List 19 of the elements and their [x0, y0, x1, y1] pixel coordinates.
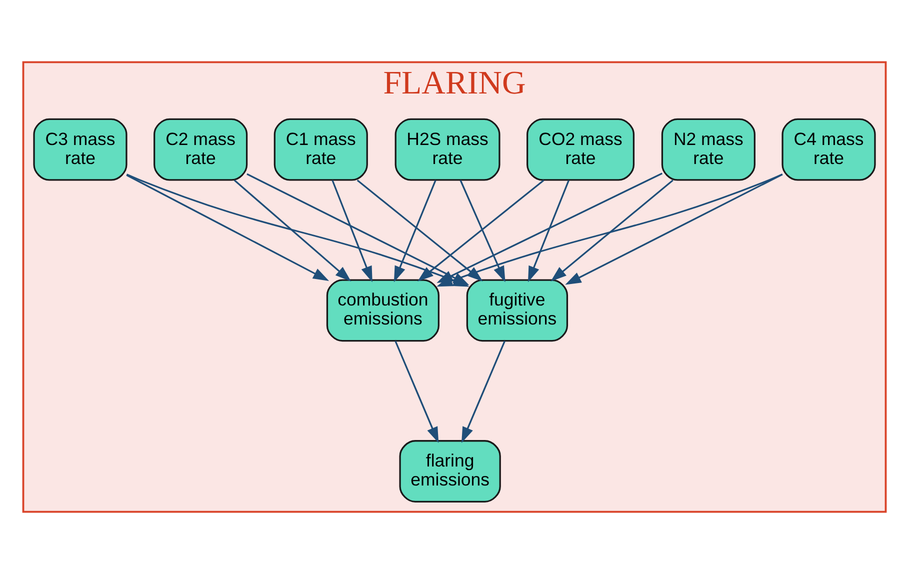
node-box: H2S mass rate — [394, 118, 500, 181]
node-box: C2 mass rate — [154, 118, 248, 181]
arrow — [394, 180, 436, 282]
arrow — [550, 180, 674, 282]
node-box: CO2 mass rate — [526, 118, 635, 181]
arrow — [126, 174, 330, 281]
arrow — [462, 340, 506, 444]
node-box: combustion emissions — [326, 279, 440, 342]
node-box: C1 mass rate — [274, 118, 368, 181]
node-box: fugitive emissions — [466, 279, 568, 342]
node-box: C3 mass rate — [33, 118, 128, 181]
arrow — [234, 180, 352, 282]
node-box: flaring emissions — [399, 440, 501, 502]
arrow — [565, 174, 783, 285]
arrow — [394, 340, 439, 444]
arrow — [332, 180, 372, 282]
node-box: C4 mass rate — [782, 118, 876, 181]
node-box: N2 mass rate — [661, 118, 756, 181]
arrow — [528, 180, 570, 282]
